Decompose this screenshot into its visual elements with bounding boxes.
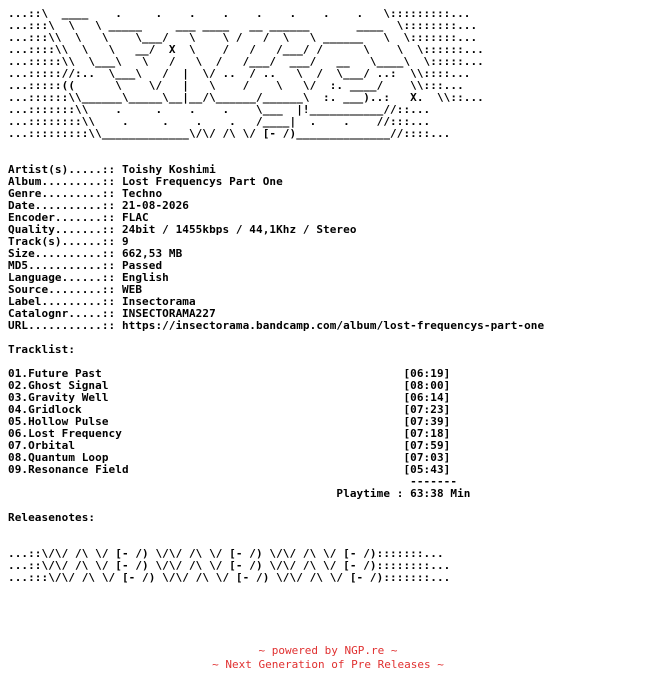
footer-powered-by: ~ powered by NGP.re ~ [258,644,398,657]
footer-tagline: ~ Next Generation of Pre Releases ~ [212,658,444,671]
nfo-text-block: ...::\ ____ . . . . . . . . \:::::::::..… [8,7,545,584]
